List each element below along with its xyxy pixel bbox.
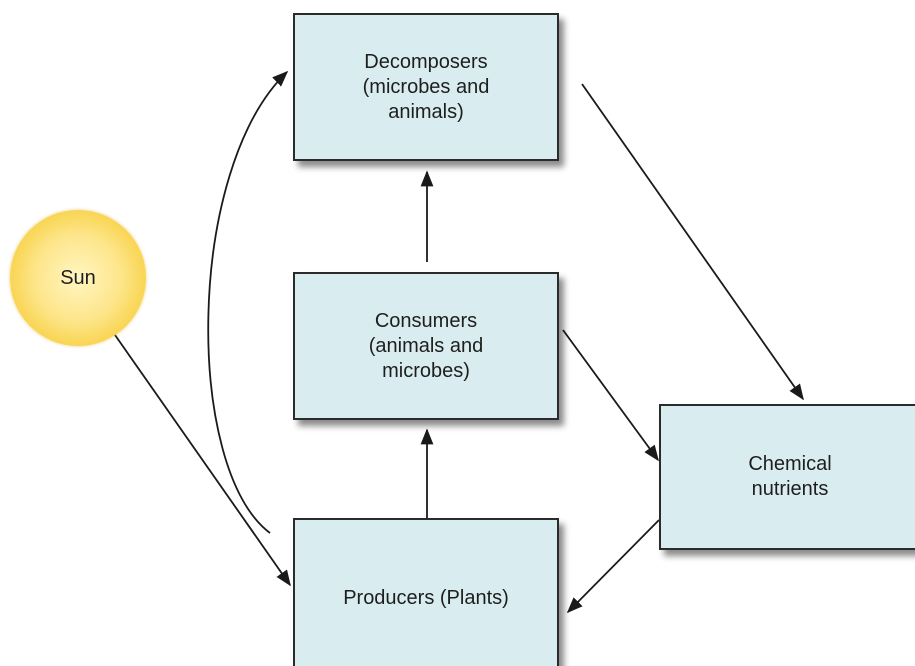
arrow-nutrients-to-producers [566, 519, 660, 614]
sun-label: Sun [60, 266, 96, 289]
producers-node: Producers (Plants) [293, 518, 559, 666]
consumers-label: Consumers (animals and microbes) [368, 309, 484, 382]
sun-node: Sun [10, 210, 146, 346]
arrow-sun-to-producers [114, 334, 291, 587]
producers-label: Producers (Plants) [343, 586, 509, 609]
arrow-decomposers-to-nutrients [581, 83, 804, 401]
decomposers-node: Decomposers (microbes and animals) [293, 13, 559, 161]
arrow-consumers-to-nutrients [562, 329, 659, 462]
arrow-producers-to-decomposers [207, 70, 289, 534]
chemical-nutrients-node: Chemical nutrients [659, 404, 915, 550]
decomposers-label: Decomposers (microbes and animals) [362, 50, 490, 123]
chemical-nutrients-label: Chemical nutrients [748, 453, 832, 500]
consumers-node: Consumers (animals and microbes) [293, 272, 559, 420]
